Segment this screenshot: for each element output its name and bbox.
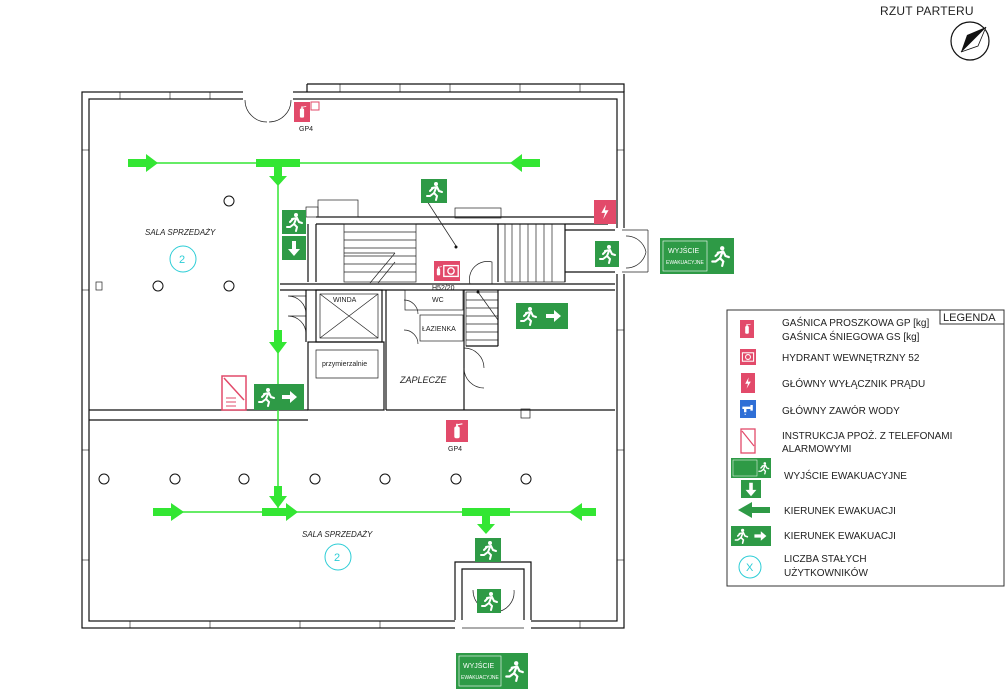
svg-text:X: X	[746, 562, 754, 574]
svg-text:2: 2	[179, 254, 185, 266]
water-valve-icon	[740, 400, 756, 418]
route-arrow-down	[269, 330, 287, 354]
svg-text:KIERUNEK EWAKUACJI: KIERUNEK EWAKUACJI	[784, 531, 896, 542]
route-arrow-right	[262, 503, 298, 521]
svg-text:KIERUNEK EWAKUACJI: KIERUNEK EWAKUACJI	[784, 506, 896, 517]
svg-text:ALARMOWYMI: ALARMOWYMI	[782, 444, 851, 455]
legend: LEGENDA GAŚNICA PROSZKOWA GP [kg] GAŚNIC…	[726, 309, 1005, 587]
room-label-sala-top: SALA SPRZEDAŻY	[145, 228, 216, 237]
exit-direction-icon	[516, 303, 568, 329]
room-label-przymierzalnie: przymierzalnie	[322, 361, 367, 368]
emergency-exit-icon	[475, 538, 501, 562]
instruction-icon	[740, 428, 756, 454]
equipment-label-gp-bottom: GP4	[448, 446, 462, 453]
occupancy-marker-bottom: 2	[324, 543, 352, 571]
equipment-label-hydrant: H52/20	[432, 285, 455, 292]
svg-text:GŁÓWNY ZAWÓR WODY: GŁÓWNY ZAWÓR WODY	[782, 404, 900, 417]
extinguisher-icon	[294, 101, 320, 122]
svg-text:WYJŚCIE: WYJŚCIE	[668, 246, 699, 255]
room-label-lazienka: ŁAZIENKA	[422, 326, 456, 333]
emergency-exit-sign-bottom: WYJŚCIE EWAKUACYJNE	[456, 653, 528, 689]
svg-text:GŁÓWNY WYŁĄCZNIK PRĄDU: GŁÓWNY WYŁĄCZNIK PRĄDU	[782, 377, 925, 390]
route-arrow-left	[510, 154, 540, 172]
emergency-exit-icon	[595, 241, 619, 267]
occupancy-marker-top: 2	[169, 245, 197, 273]
svg-text:2: 2	[334, 552, 340, 564]
plan-title: RZUT PARTERU	[880, 4, 974, 18]
svg-text:EWAKUACYJNE: EWAKUACYJNE	[461, 675, 500, 681]
route-arrow-down	[269, 167, 287, 186]
exit-direction-icon	[731, 526, 771, 546]
occupancy-icon: X	[738, 555, 762, 579]
columns	[98, 195, 532, 485]
room-label-zaplecze: ZAPLECZE	[399, 375, 448, 385]
svg-text:LICZBA STAŁYCH: LICZBA STAŁYCH	[784, 554, 867, 565]
emergency-exit-icon	[421, 179, 447, 203]
extinguisher-icon	[740, 320, 754, 338]
room-label-sala-bottom: SALA SPRZEDAŻY	[302, 530, 373, 539]
svg-text:GAŚNICA PROSZKOWA GP [kg]: GAŚNICA PROSZKOWA GP [kg]	[782, 316, 929, 329]
route-arrow-down	[477, 516, 495, 534]
walls	[81, 83, 649, 630]
svg-text:INSTRUKCJA PPOŻ. Z TELEFONAMI: INSTRUKCJA PPOŻ. Z TELEFONAMI	[782, 429, 952, 442]
route-arrow-right	[153, 503, 184, 521]
evacuation-routes	[128, 154, 596, 534]
emergency-exit-sign-right: WYJŚCIE EWAKUACYJNE	[660, 238, 734, 274]
svg-text:WYJŚCIE EWAKUACYJNE: WYJŚCIE EWAKUACYJNE	[784, 469, 907, 482]
instruction-icon	[221, 375, 247, 411]
exit-direction-icon	[254, 384, 304, 410]
compass-icon	[950, 21, 990, 61]
emergency-exit-icon	[477, 589, 501, 613]
arrow-left-icon	[738, 502, 770, 518]
exit-direction-icon	[282, 236, 306, 260]
svg-text:GAŚNICA ŚNIEGOWA GS [kg]: GAŚNICA ŚNIEGOWA GS [kg]	[782, 330, 920, 343]
route-arrow-down	[269, 486, 287, 508]
power-switch-icon	[741, 373, 755, 393]
route-arrow-right	[128, 154, 158, 172]
equipment-label-gp-top: GP4	[299, 126, 313, 133]
emergency-exit-icon	[731, 458, 771, 498]
room-label-wc: WC	[432, 297, 444, 304]
svg-text:EWAKUACYJNE: EWAKUACYJNE	[666, 260, 705, 266]
hydrant-icon	[434, 261, 460, 281]
legend-title: LEGENDA	[943, 312, 996, 324]
power-switch-icon	[594, 200, 616, 224]
emergency-exit-icon	[282, 210, 306, 234]
extinguisher-icon	[446, 420, 468, 442]
route-arrow-left	[569, 503, 596, 521]
hydrant-icon	[740, 349, 756, 365]
svg-text:WYJŚCIE: WYJŚCIE	[463, 661, 494, 670]
room-label-winda: WINDA	[333, 297, 357, 304]
svg-text:HYDRANT WEWNĘTRZNY 52: HYDRANT WEWNĘTRZNY 52	[782, 353, 920, 364]
svg-text:UŻYTKOWNIKÓW: UŻYTKOWNIKÓW	[784, 566, 868, 579]
